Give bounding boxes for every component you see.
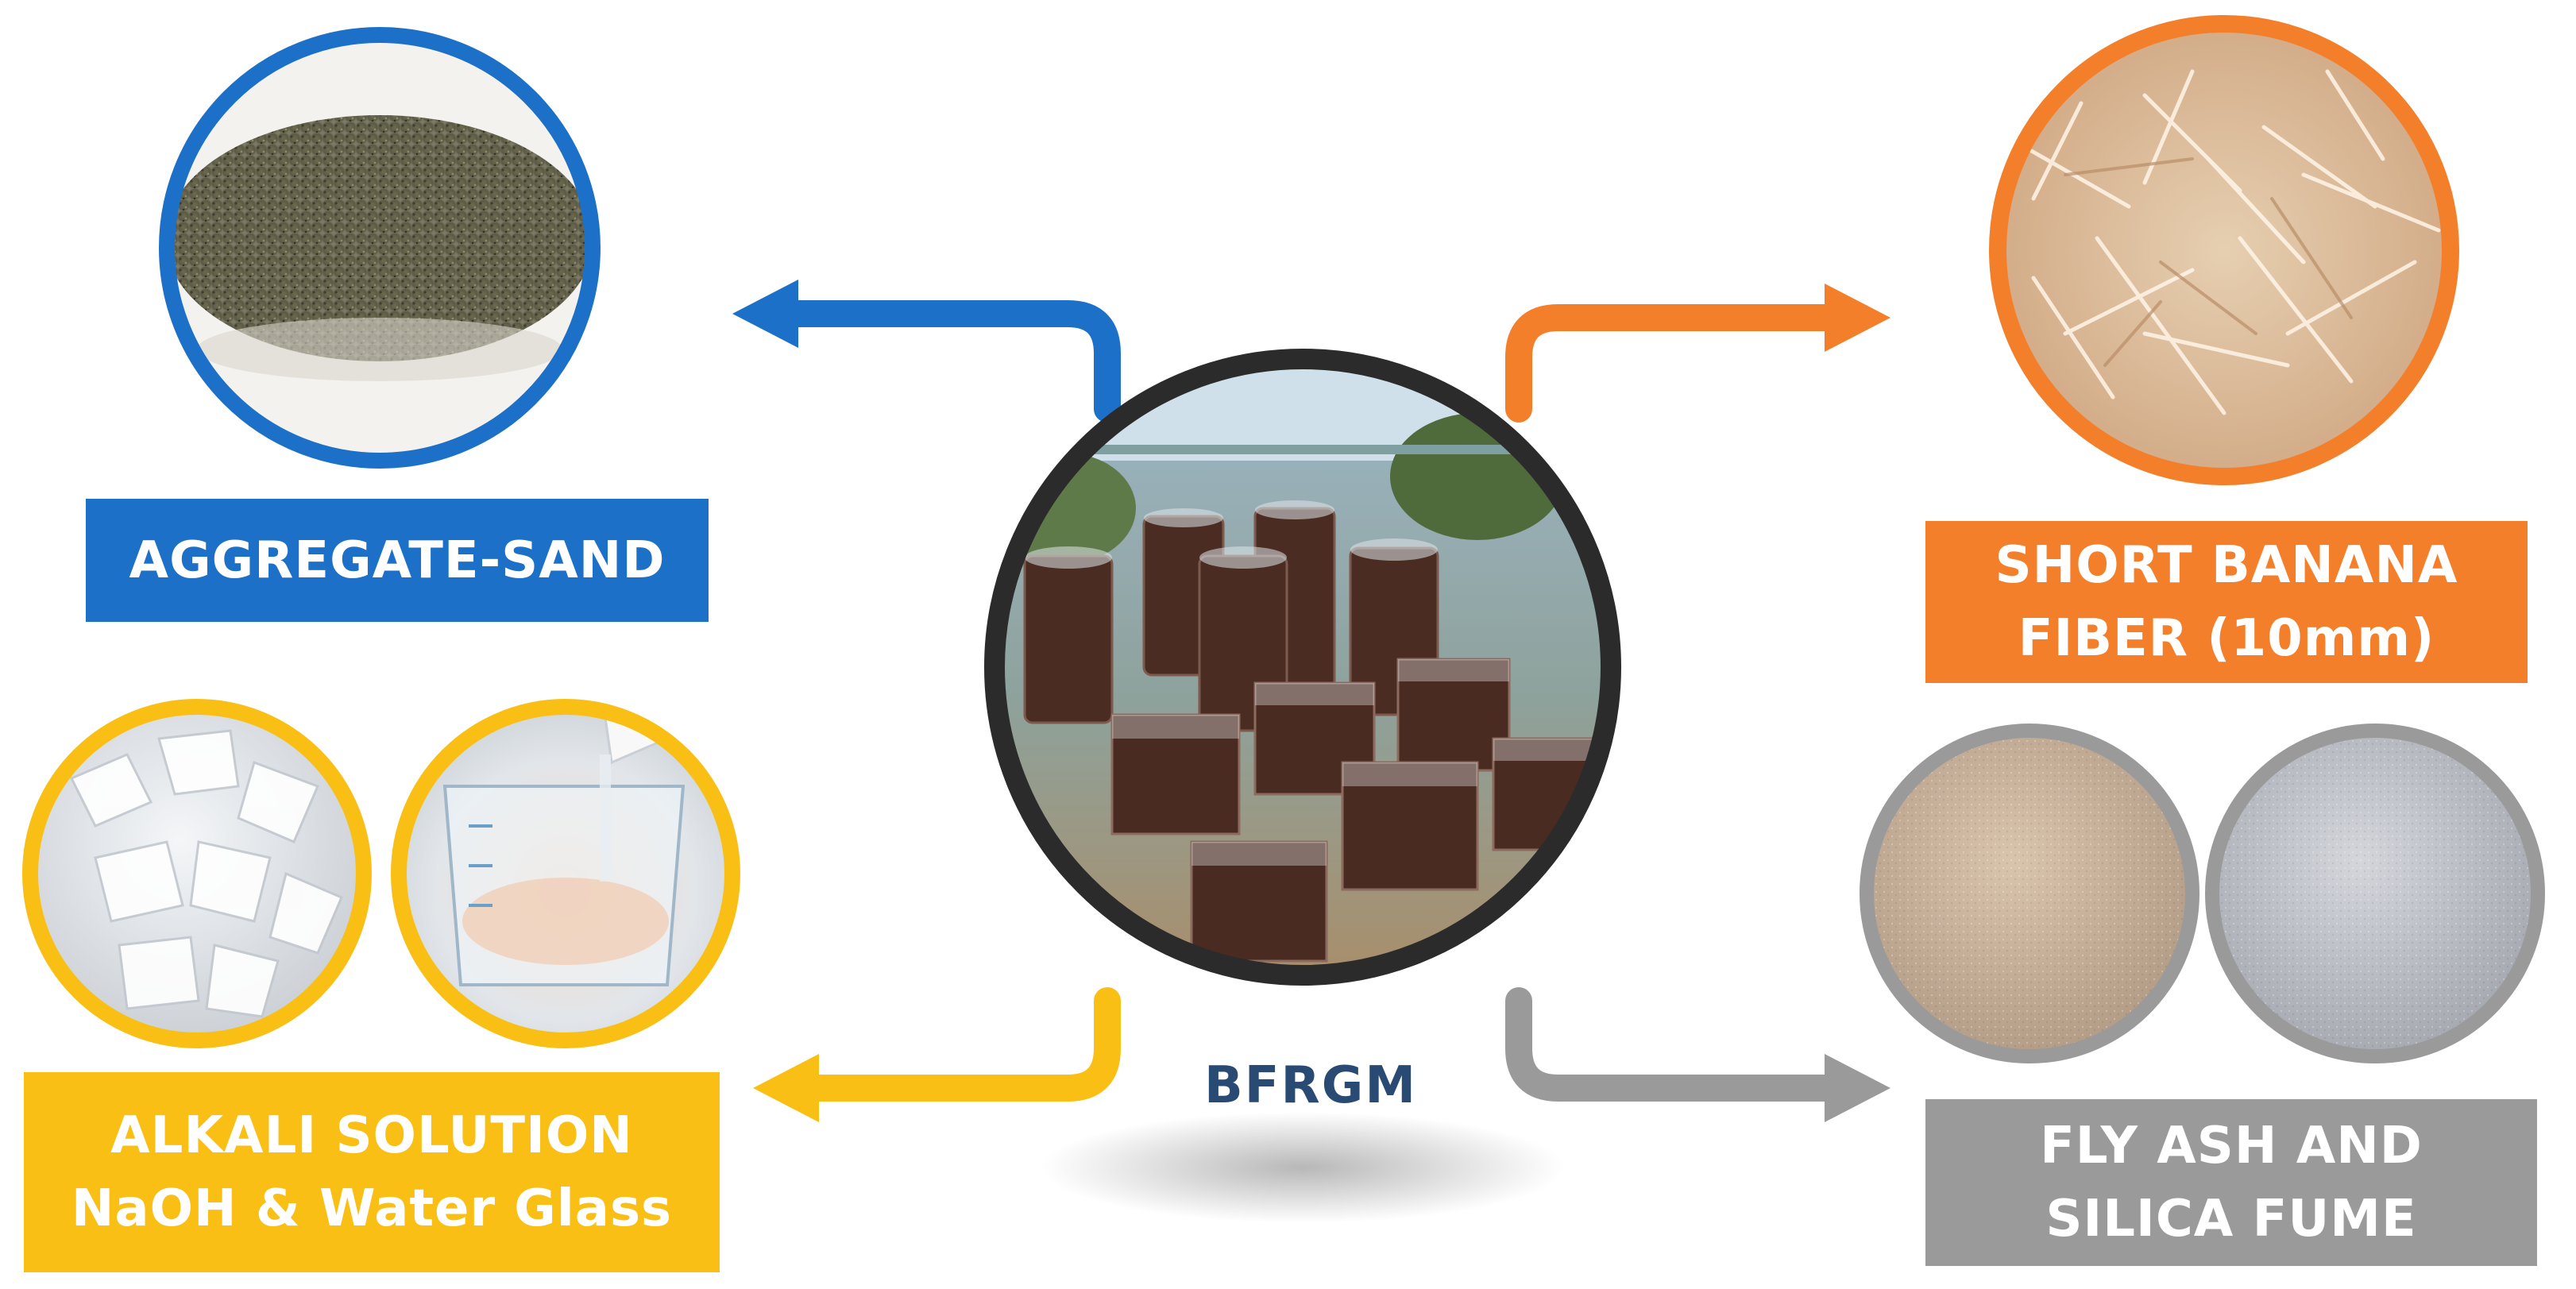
fly-ash-silica-label: FLY ASH AND SILICA FUME <box>1925 1099 2537 1266</box>
arrow-to-fiber <box>1505 284 1890 423</box>
aggregate-sand-label-line1: AGGREGATE-SAND <box>129 531 666 590</box>
fly-ash-silica-label-line1: FLY ASH AND <box>2040 1117 2423 1175</box>
bfrgm-specimens-photo <box>984 349 1621 986</box>
banana-fiber-label-line1: SHORT BANANA <box>1995 536 2458 595</box>
fly-ash-photo <box>1860 724 2199 1063</box>
silica-fume-photo <box>2205 724 2545 1063</box>
aggregate-sand-label: AGGREGATE-SAND <box>86 499 709 622</box>
arrow-to-flyash <box>1505 987 1890 1122</box>
sand-photo <box>159 27 601 469</box>
banana-fiber-photo <box>1989 15 2459 485</box>
naoh-photo <box>22 699 372 1048</box>
center-shadow <box>1041 1112 1565 1223</box>
alkali-solution-label: ALKALI SOLUTION NaOH & Water Glass <box>24 1072 720 1272</box>
alkali-solution-label-line1: ALKALI SOLUTION <box>110 1106 633 1165</box>
arrow-to-sand <box>732 280 1121 423</box>
arrow-to-alkali <box>753 987 1121 1122</box>
alkali-solution-label-line2: NaOH & Water Glass <box>71 1179 673 1238</box>
banana-fiber-label: SHORT BANANA FIBER (10mm) <box>1925 521 2528 683</box>
bfrgm-center-label: BFRGM <box>1204 1056 1417 1115</box>
banana-fiber-label-line2: FIBER (10mm) <box>2018 609 2435 668</box>
water-glass-photo <box>391 699 740 1048</box>
fly-ash-silica-label-line2: SILICA FUME <box>2045 1190 2417 1248</box>
